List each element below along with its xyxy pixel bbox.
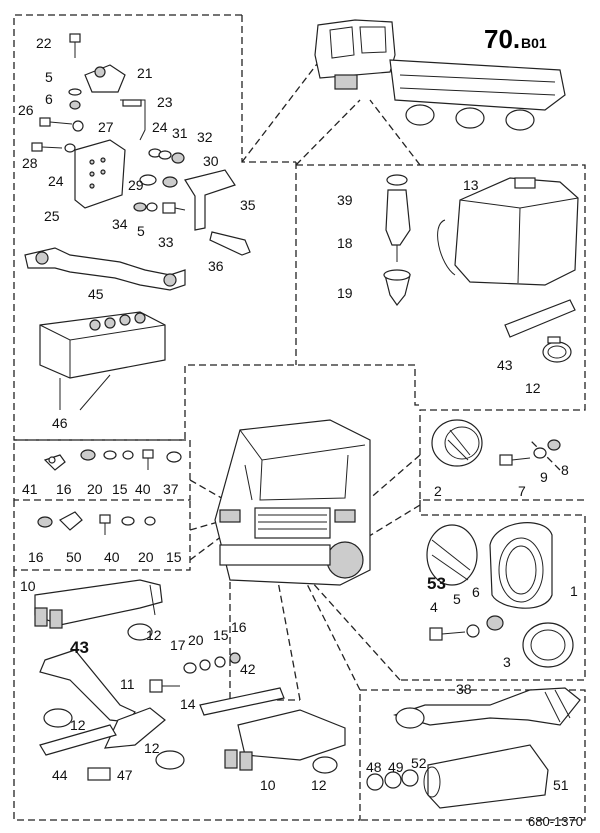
bracket-row-2-parts — [37, 511, 156, 535]
washer-group-boundary — [296, 164, 586, 501]
title-sub: B01 — [521, 35, 547, 51]
label-22: 22 — [36, 35, 52, 51]
label-38: 38 — [456, 681, 472, 697]
hose-group-inner — [229, 560, 300, 701]
label-6c: 6 — [472, 584, 480, 600]
label-16b: 16 — [28, 549, 44, 565]
label-50: 50 — [66, 549, 82, 565]
label-4: 4 — [430, 599, 438, 615]
label-12b: 12 — [146, 627, 162, 643]
label-39: 39 — [337, 192, 353, 208]
label-18: 18 — [337, 235, 353, 251]
battery-group-right-edge — [241, 15, 296, 163]
label-25: 25 — [44, 208, 60, 224]
label-17: 17 — [170, 637, 186, 653]
group-boundaries — [13, 14, 586, 821]
label-36: 36 — [208, 258, 224, 274]
label-23: 23 — [157, 94, 173, 110]
label-14: 14 — [180, 696, 196, 712]
label-49: 49 — [388, 759, 404, 775]
label-27: 27 — [98, 119, 114, 135]
label-16c: 16 — [231, 619, 247, 635]
title-main: 70. — [484, 24, 520, 54]
label-20c: 20 — [188, 632, 204, 648]
bracket-group-1-boundary — [13, 439, 191, 501]
label-16a: 16 — [56, 481, 72, 497]
label-19: 19 — [337, 285, 353, 301]
label-35: 35 — [240, 197, 256, 213]
label-10a: 10 — [20, 578, 36, 594]
label-40a: 40 — [135, 481, 151, 497]
label-5c: 5 — [453, 591, 461, 607]
label-53: 53 — [427, 574, 446, 593]
connector-group-boundary — [360, 689, 586, 821]
label-6a: 6 — [45, 91, 53, 107]
label-26: 26 — [18, 102, 34, 118]
label-12a: 12 — [525, 380, 541, 396]
label-43a: 43 — [497, 357, 513, 373]
battery-group-parts — [24, 33, 251, 411]
bracket-group-2-boundary — [13, 500, 191, 571]
connector-parts — [366, 687, 581, 809]
label-41: 41 — [22, 481, 38, 497]
truck-rear-view — [314, 19, 566, 131]
label-3: 3 — [503, 654, 511, 670]
label-12c: 12 — [70, 717, 86, 733]
label-52: 52 — [411, 755, 427, 771]
lamp-parts — [431, 419, 561, 467]
bracket-row-1-parts — [43, 449, 182, 471]
hose-group-boundary — [13, 570, 361, 821]
label-24b: 24 — [48, 173, 64, 189]
label-40b: 40 — [104, 549, 120, 565]
label-32: 32 — [197, 129, 213, 145]
hose-parts — [34, 579, 346, 781]
label-33: 33 — [158, 234, 174, 250]
washer-reservoir-parts — [383, 174, 579, 363]
label-30: 30 — [203, 153, 219, 169]
label-20b: 20 — [138, 549, 154, 565]
label-13: 13 — [463, 177, 479, 193]
label-5a: 5 — [45, 69, 53, 85]
label-34: 34 — [112, 216, 128, 232]
label-28: 28 — [22, 155, 38, 171]
label-7: 7 — [518, 483, 526, 499]
label-42: 42 — [240, 661, 256, 677]
label-21: 21 — [137, 65, 153, 81]
label-48: 48 — [366, 759, 382, 775]
label-29: 29 — [128, 177, 144, 193]
label-24a: 24 — [152, 119, 168, 135]
battery-group-boundary — [13, 14, 420, 441]
label-31: 31 — [172, 125, 188, 141]
headlamp-group-boundary — [400, 505, 586, 681]
label-43b: 43 — [70, 638, 89, 657]
label-15c: 15 — [213, 627, 229, 643]
label-15a: 15 — [112, 481, 128, 497]
label-2: 2 — [434, 483, 442, 499]
label-45: 45 — [88, 286, 104, 302]
label-8: 8 — [561, 462, 569, 478]
label-12d: 12 — [144, 740, 160, 756]
label-46: 46 — [52, 415, 68, 431]
label-11: 11 — [120, 676, 135, 692]
document-code: 680-1370 — [528, 814, 583, 829]
label-9: 9 — [540, 469, 548, 485]
label-1: 1 — [570, 583, 578, 599]
label-5b: 5 — [137, 223, 145, 239]
label-37: 37 — [163, 481, 179, 497]
label-12e: 12 — [311, 777, 327, 793]
label-10b: 10 — [260, 777, 276, 793]
label-44: 44 — [52, 767, 68, 783]
part-number-labels: 22 21 5 6 23 26 27 24 31 32 28 24 30 29 … — [18, 35, 578, 793]
label-51: 51 — [553, 777, 569, 793]
page-title: 70. B01 — [484, 24, 547, 54]
headlamp-parts — [426, 522, 574, 668]
label-20a: 20 — [87, 481, 103, 497]
label-15b: 15 — [166, 549, 182, 565]
truck-cab-front — [214, 419, 371, 586]
label-47: 47 — [117, 767, 133, 783]
